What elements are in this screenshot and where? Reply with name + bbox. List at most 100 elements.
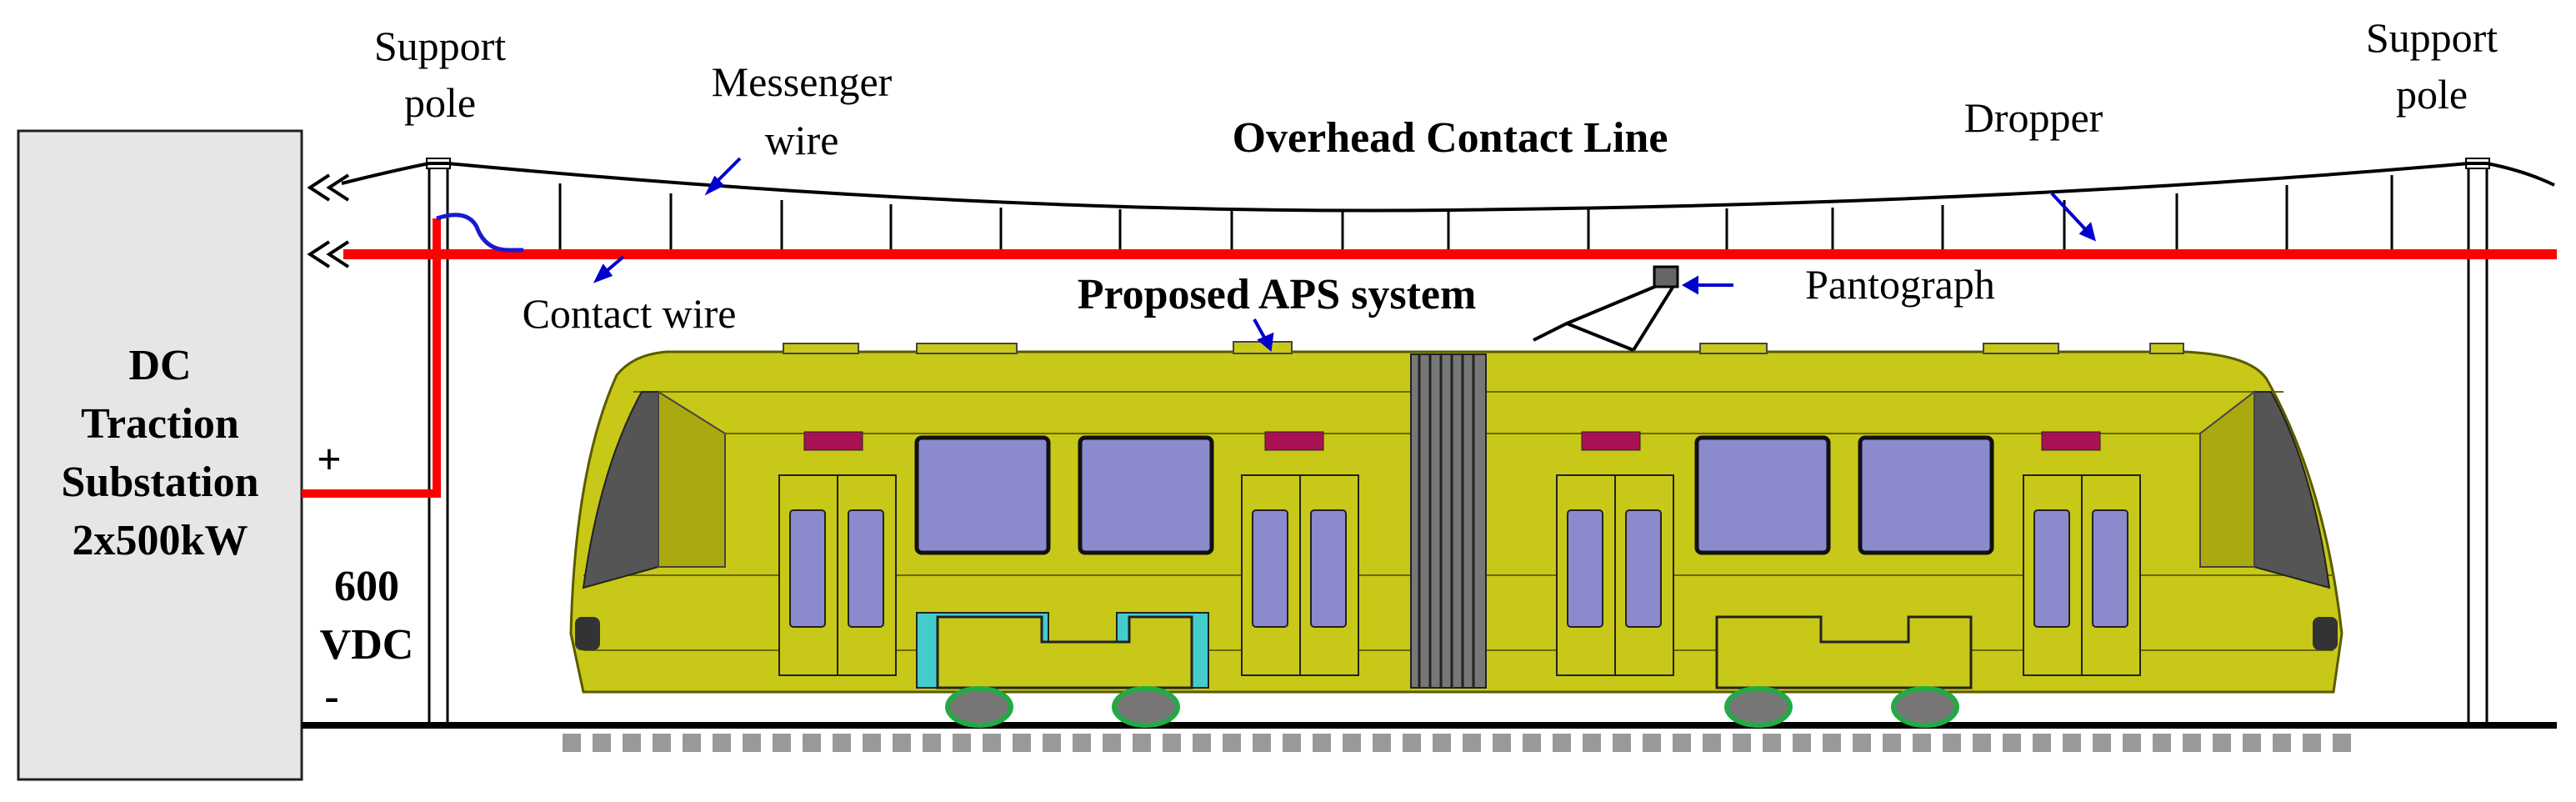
substation-line-2: Traction (81, 400, 239, 448)
overhead-contact-line-label: Overhead Contact Line (1233, 114, 1668, 162)
contact-wire-label: Contact wire (523, 290, 737, 337)
sleeper (2303, 734, 2321, 752)
sleeper (1553, 734, 1571, 752)
sleeper (593, 734, 611, 752)
sleeper (2033, 734, 2051, 752)
sleeper (983, 734, 1001, 752)
sleeper (1523, 734, 1541, 752)
sleeper (1043, 734, 1061, 752)
doors (778, 474, 2141, 676)
voltage-line-1: 600 (334, 563, 399, 610)
proposed-aps-label: Proposed APS system (1078, 271, 1477, 318)
sleeper (1943, 734, 1961, 752)
support-pole-right-line-1: Support (2366, 14, 2498, 61)
sleeper (1403, 734, 1421, 752)
droppers (558, 175, 2393, 250)
bogie-right (1715, 615, 1973, 689)
sleeper (1703, 734, 1721, 752)
dropper-label: Dropper (1964, 94, 2103, 141)
sleeper (1223, 734, 1241, 752)
sleepers (563, 734, 2351, 752)
labels: Support pole Support pole Messenger wire… (317, 14, 2498, 720)
sleeper (1103, 734, 1121, 752)
pantograph-label: Pantograph (1805, 261, 1995, 308)
sleeper (1433, 734, 1451, 752)
indicator-arrows (593, 157, 2096, 352)
bogie-left (936, 615, 1193, 689)
substation-line-4: 2x500kW (73, 517, 248, 564)
sleeper (1853, 734, 1871, 752)
roof-equipment-1 (783, 343, 859, 354)
sleeper (2183, 734, 2201, 752)
sleeper (1793, 734, 1811, 752)
sleeper (2003, 734, 2021, 752)
sleeper (2333, 734, 2351, 752)
roof-equipment-5 (2149, 343, 2184, 354)
roof-equipment-4 (1983, 343, 2059, 354)
windows (914, 435, 1994, 555)
jumper-cable (436, 213, 523, 253)
sleeper (1343, 734, 1361, 752)
support-pole-left-line-2: pole (404, 79, 476, 126)
support-pole-right-line-2: pole (2396, 71, 2468, 118)
windshield-left (582, 391, 659, 589)
sleeper (1823, 734, 1841, 752)
sleeper (2273, 734, 2291, 752)
sleeper (653, 734, 671, 752)
sleeper (863, 734, 881, 752)
sleeper (953, 734, 971, 752)
voltage-line-2: VDC (320, 621, 414, 669)
sleeper (1193, 734, 1211, 752)
sleeper (1373, 734, 1391, 752)
sleeper (1583, 734, 1601, 752)
sleeper (1133, 734, 1151, 752)
sleeper (1883, 734, 1901, 752)
sleeper (1673, 734, 1691, 752)
sleeper (773, 734, 791, 752)
sleeper (833, 734, 851, 752)
sleeper (1913, 734, 1931, 752)
sleeper (743, 734, 761, 752)
windshield-right (2253, 391, 2331, 589)
sleeper (713, 734, 731, 752)
sleeper (893, 734, 911, 752)
sleeper (2063, 734, 2081, 752)
sleeper (1013, 734, 1031, 752)
sleeper (1493, 734, 1511, 752)
sleeper (1283, 734, 1301, 752)
messenger-wire (341, 162, 2555, 213)
tram (569, 341, 2343, 728)
sleeper (2243, 734, 2261, 752)
roof-equipment-2 (916, 343, 1018, 354)
sleeper (1643, 734, 1661, 752)
sleeper (923, 734, 941, 752)
sleeper (623, 734, 641, 752)
sleeper (803, 734, 821, 752)
substation-label: DC Traction Substation 2x500kW (62, 342, 259, 564)
sleeper (1313, 734, 1331, 752)
pantograph (1533, 265, 1679, 352)
sleeper (563, 734, 581, 752)
sleeper (683, 734, 701, 752)
substation-line-1: DC (128, 342, 191, 389)
support-pole-right (2465, 158, 2490, 724)
sleeper (1733, 734, 1751, 752)
sleeper (1973, 734, 1991, 752)
sleeper (2093, 734, 2111, 752)
sleeper (1613, 734, 1631, 752)
messenger-wire-line-1: Messenger (712, 58, 893, 105)
messenger-wire-line-2: wire (765, 117, 839, 163)
plus-label: + (317, 436, 342, 484)
wheels (945, 686, 1959, 728)
substation-line-3: Substation (62, 459, 259, 506)
sleeper (1463, 734, 1481, 752)
sleeper (2153, 734, 2171, 752)
substation-box (17, 129, 303, 781)
sleeper (1073, 734, 1091, 752)
termination-arrows (307, 173, 350, 268)
positive-feeder (302, 218, 441, 498)
roof-equipment-3 (1699, 343, 1768, 354)
support-pole-left-line-1: Support (374, 23, 506, 69)
